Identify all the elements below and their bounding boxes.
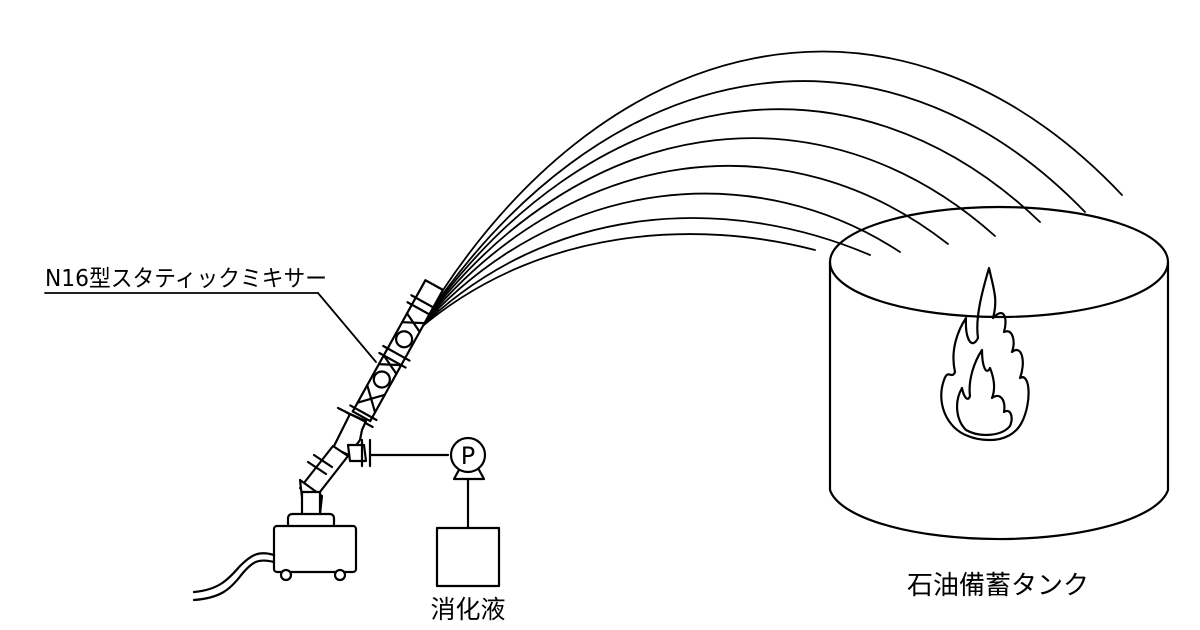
mixer-body bbox=[351, 279, 445, 423]
supply-hose-2 bbox=[192, 559, 276, 602]
tank-body bbox=[828, 260, 1170, 541]
trolley-wheel-1 bbox=[279, 568, 293, 582]
spray-stream-6 bbox=[417, 192, 901, 331]
flame-icon bbox=[940, 266, 1030, 442]
tee-fitting bbox=[331, 406, 372, 468]
tank-label: 石油備蓄タンク bbox=[907, 571, 1089, 601]
supply-hose-1 bbox=[192, 552, 276, 594]
pump-casing bbox=[449, 436, 487, 474]
trolley-body bbox=[272, 524, 358, 574]
spray-streams bbox=[417, 50, 1123, 331]
spray-stream-8 bbox=[417, 233, 816, 331]
liquid-tank bbox=[435, 477, 501, 588]
spray-stream-4 bbox=[417, 137, 996, 331]
tee-branch bbox=[346, 443, 368, 463]
spray-stream-1 bbox=[417, 50, 1123, 331]
trolley-icon bbox=[192, 478, 358, 602]
mixer-leader bbox=[44, 292, 377, 363]
spray-stream-3 bbox=[417, 108, 1041, 331]
flame-inner bbox=[956, 348, 1013, 436]
pump-icon: P bbox=[449, 436, 487, 481]
tank-top bbox=[828, 205, 1170, 319]
spray-stream-2 bbox=[417, 80, 1086, 331]
static-mixer-icon bbox=[345, 279, 445, 429]
spray-stream-7 bbox=[417, 217, 871, 331]
mixer-label: N16型スタティックミキサー bbox=[45, 266, 327, 292]
liquid-label: 消化液 bbox=[430, 595, 505, 624]
trolley-wheel-2 bbox=[333, 568, 347, 582]
liquid-container bbox=[435, 526, 501, 588]
flame-outer bbox=[940, 266, 1030, 442]
tank-icon bbox=[828, 205, 1170, 541]
pump-label: P bbox=[461, 442, 475, 470]
spray-stream-5 bbox=[417, 165, 949, 331]
